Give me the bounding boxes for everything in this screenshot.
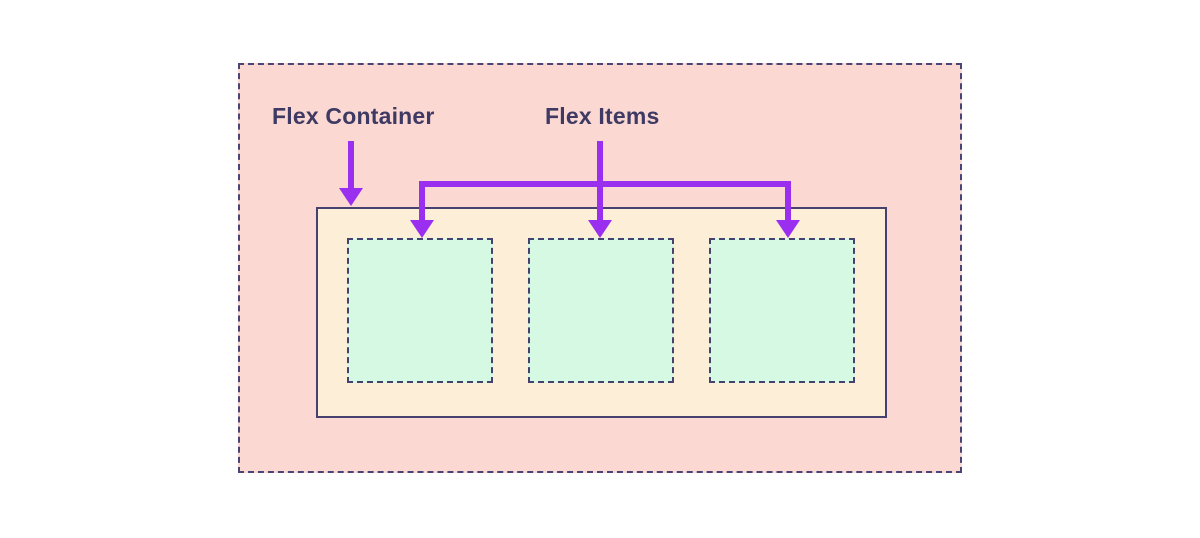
flex-item-1 [347,238,493,383]
flex-item-2 [528,238,674,383]
flex-container-label: Flex Container [272,103,435,129]
flex-container-box [316,207,887,418]
flex-item-3 [709,238,855,383]
flex-items-label: Flex Items [545,103,660,129]
